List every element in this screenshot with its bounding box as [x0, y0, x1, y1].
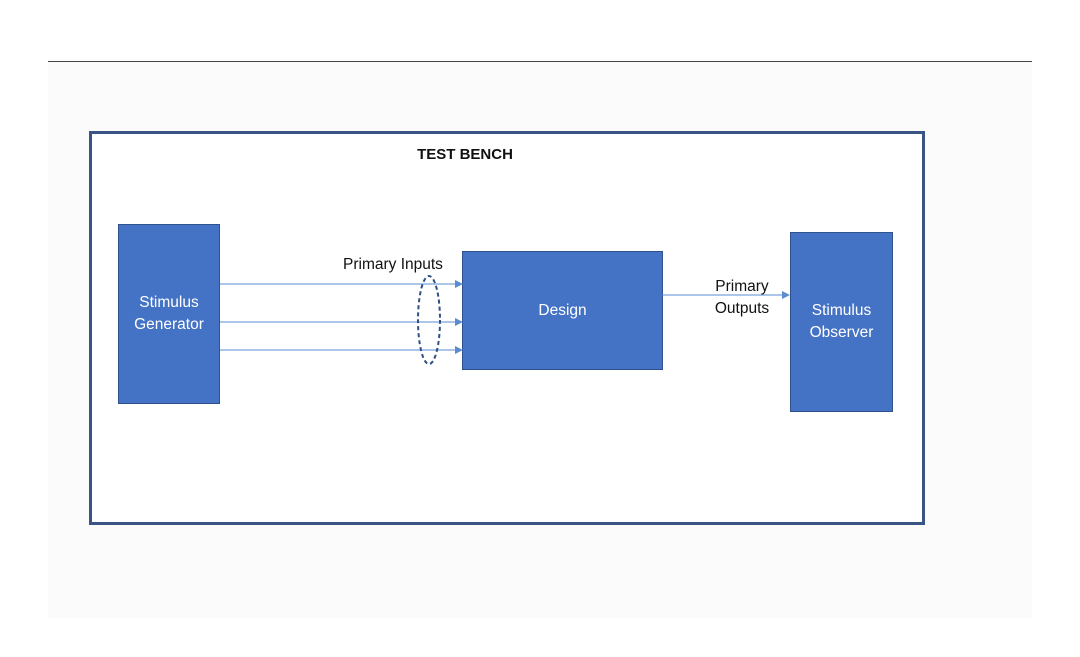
design-block: Design — [462, 251, 663, 370]
top-rule — [48, 61, 1032, 62]
stimulus-generator-block: Stimulus Generator — [118, 224, 220, 404]
primary-inputs-bundle-ellipse — [417, 275, 441, 365]
stimulus-observer-block: Stimulus Observer — [790, 232, 893, 412]
primary-outputs-label: Primary Outputs — [714, 278, 770, 317]
test-bench-title: TEST BENCH — [417, 146, 513, 163]
primary-inputs-label: Primary Inputs — [343, 256, 443, 273]
